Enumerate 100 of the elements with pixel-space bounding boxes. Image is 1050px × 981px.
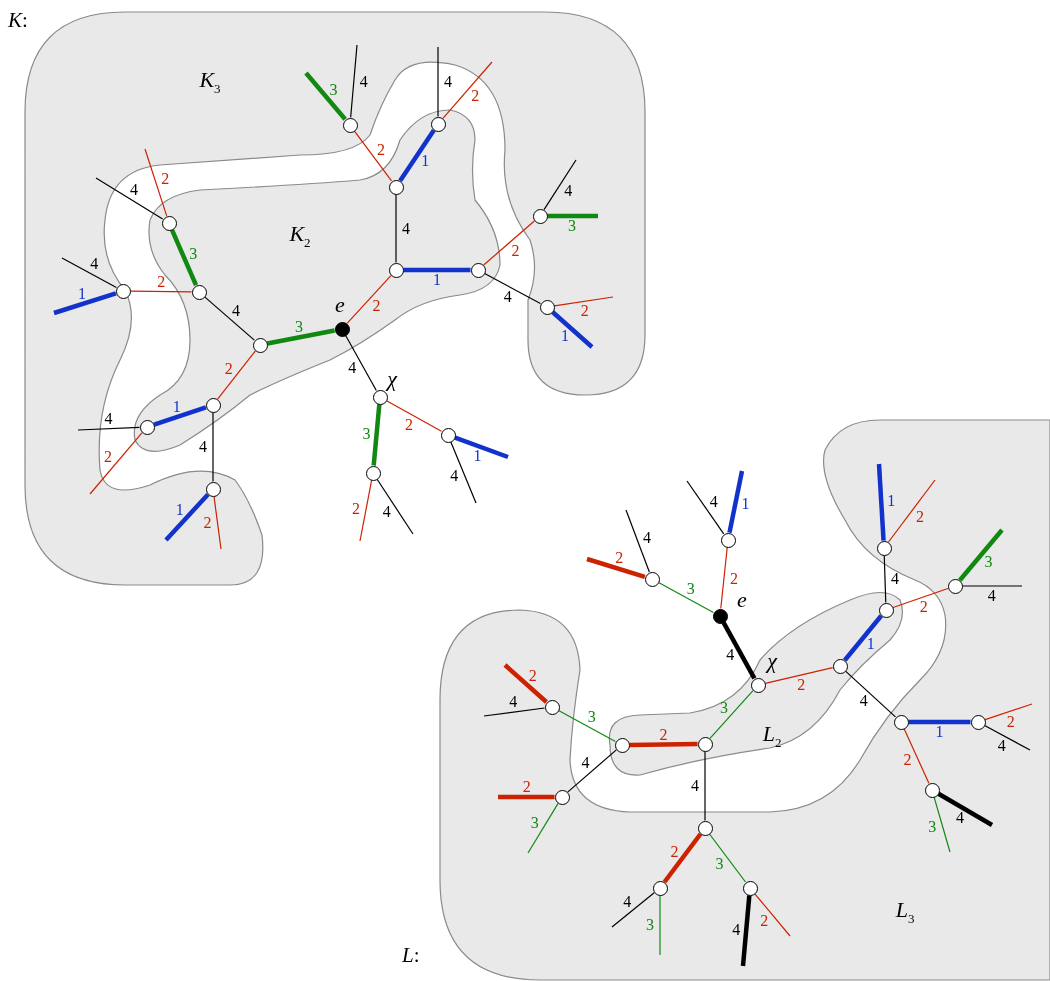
half-edge xyxy=(984,724,1031,751)
edge-label: 4 xyxy=(90,256,99,273)
edge-label: 3 xyxy=(329,81,338,98)
graph-edge xyxy=(883,554,887,604)
graph-edge xyxy=(721,621,757,680)
half-edge xyxy=(304,71,347,121)
edge-label: 2 xyxy=(352,500,360,517)
edge-label: 1 xyxy=(935,724,944,740)
edge-label: 3 xyxy=(362,426,371,443)
half-edge xyxy=(350,44,358,119)
half-edge xyxy=(437,46,439,118)
edge-label: 4 xyxy=(691,778,699,794)
edge-label: 4 xyxy=(623,893,632,910)
graph-edge xyxy=(371,404,382,466)
graph-edge xyxy=(403,267,471,273)
edge-label: 2 xyxy=(157,273,166,290)
edge-label: 2 xyxy=(729,571,738,588)
half-edge xyxy=(876,463,886,541)
edge-label: 3 xyxy=(587,709,596,726)
graph-name: L: xyxy=(402,945,420,966)
edge-label: 1 xyxy=(887,493,896,510)
half-edge xyxy=(77,426,141,431)
vertex-label: χ xyxy=(767,650,777,672)
edge-label: 3 xyxy=(530,814,539,831)
graph-edge xyxy=(483,220,535,266)
edge-label: 4 xyxy=(732,922,741,938)
vertex-circle xyxy=(365,465,381,481)
filled-vertex xyxy=(712,608,728,624)
half-edge xyxy=(727,470,745,534)
edge-label: 3 xyxy=(928,818,937,835)
vertex-circle xyxy=(644,571,660,587)
graph-edge xyxy=(385,400,443,432)
graph-name: K: xyxy=(8,10,28,31)
edge-label: 4 xyxy=(891,570,899,587)
half-edge xyxy=(553,296,614,307)
half-edge xyxy=(984,703,1033,721)
edge-label: 4 xyxy=(997,738,1006,755)
edge-label: 2 xyxy=(1006,713,1015,730)
edge-label: 2 xyxy=(615,550,624,567)
edge-label: 4 xyxy=(199,439,207,455)
half-edge xyxy=(359,479,373,542)
edge-label: 1 xyxy=(421,153,430,170)
half-edge xyxy=(498,794,555,800)
half-edge xyxy=(958,528,1004,582)
edge-label: 4 xyxy=(450,468,459,485)
edge-label: 2 xyxy=(580,303,589,320)
half-edge xyxy=(213,495,222,550)
graph-edge xyxy=(629,741,698,748)
edge-label: 2 xyxy=(377,142,385,159)
vertex-circle xyxy=(440,427,456,443)
edge-label: 2 xyxy=(797,677,806,694)
graph-edge xyxy=(658,582,714,613)
edge-label: 2 xyxy=(104,449,113,466)
half-edge xyxy=(53,291,117,316)
edge-label: 4 xyxy=(509,694,518,711)
half-edge xyxy=(754,893,791,937)
edge-label: 1 xyxy=(473,448,482,465)
graph-edge xyxy=(662,832,703,884)
half-edge xyxy=(887,479,936,543)
region-label: L$_{2}$ xyxy=(762,723,782,749)
graph-edge xyxy=(709,690,754,739)
edge-label: 4 xyxy=(643,529,652,546)
graph-edge xyxy=(558,710,616,742)
edge-label: 2 xyxy=(760,912,769,929)
graph-edge xyxy=(398,129,436,182)
edge-label: 4 xyxy=(726,647,735,664)
edge-label: 4 xyxy=(503,289,512,306)
edge-label: 2 xyxy=(528,668,537,685)
edge-label: 4 xyxy=(382,504,391,521)
edge-label: 4 xyxy=(955,809,964,826)
graph-edge xyxy=(212,411,214,483)
edge-label: 1 xyxy=(561,328,570,345)
edge-label: 4 xyxy=(444,73,452,90)
edge-label: 4 xyxy=(581,755,590,772)
half-edge xyxy=(376,478,414,535)
edge-label: 4 xyxy=(987,588,996,604)
graph-edge xyxy=(704,750,706,822)
edge-label: 3 xyxy=(189,245,198,262)
edge-label: 3 xyxy=(984,553,993,570)
edge-label: 2 xyxy=(161,171,170,188)
edge-label: 1 xyxy=(78,285,86,302)
edge-label: 4 xyxy=(104,410,113,427)
region-label: K$_{2}$ xyxy=(289,223,311,249)
graph-edge xyxy=(346,274,392,325)
graph-edge xyxy=(353,130,393,182)
half-edge xyxy=(937,791,994,827)
half-edge xyxy=(144,148,168,217)
edge-label: 1 xyxy=(172,398,181,415)
graph-edge xyxy=(708,833,747,883)
region-label: L$_{3}$ xyxy=(895,899,915,925)
half-edge xyxy=(686,480,725,535)
edge-label: 2 xyxy=(203,515,212,532)
edge-label: 3 xyxy=(720,699,729,716)
edge-label: 2 xyxy=(405,416,414,433)
edge-label: 2 xyxy=(919,599,928,616)
graph-edge xyxy=(908,719,971,725)
edge-label: 3 xyxy=(686,580,695,597)
edge-label: 4 xyxy=(130,181,139,198)
half-edge xyxy=(89,432,143,495)
half-edge xyxy=(961,585,1023,587)
